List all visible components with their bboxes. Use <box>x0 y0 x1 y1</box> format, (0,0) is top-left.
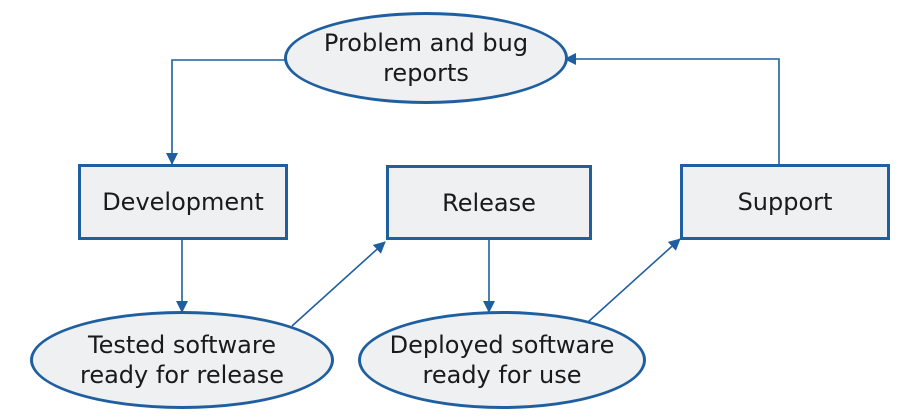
deployed-software-line2: ready for use <box>422 361 582 389</box>
arrow-deployed-to-support <box>587 238 681 323</box>
deployed-software-node: Deployed software ready for use <box>358 311 646 409</box>
development-label: Development <box>102 188 264 216</box>
release-label: Release <box>442 188 536 217</box>
support-node: Support <box>680 164 890 240</box>
arrow-support-to-problem <box>564 53 780 164</box>
development-node: Development <box>78 164 288 240</box>
tested-software-line1: Tested software <box>88 331 276 359</box>
problem-reports-node: Problem and bug reports <box>284 12 568 104</box>
tested-software-line2: ready for release <box>79 361 285 389</box>
problem-reports-line1: Problem and bug <box>323 29 529 57</box>
support-label: Support <box>737 188 833 216</box>
problem-reports-line2: reports <box>383 59 469 87</box>
tested-software-node: Tested software ready for release <box>30 311 334 409</box>
release-node: Release <box>386 165 592 240</box>
arrow-problem-to-development <box>166 59 287 165</box>
arrow-tested-to-release <box>291 241 386 327</box>
deployed-software-line1: Deployed software <box>389 331 615 359</box>
